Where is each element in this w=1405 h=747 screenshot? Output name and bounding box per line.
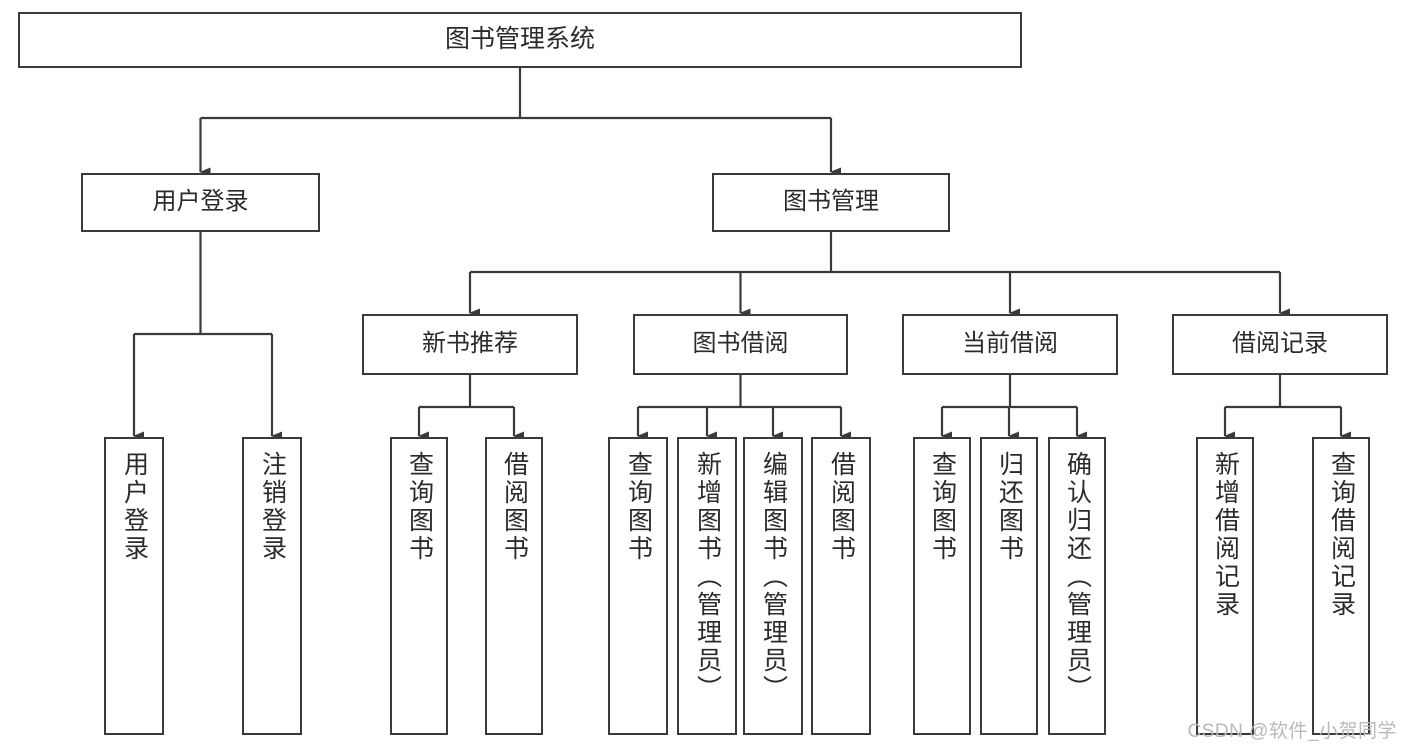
node-l-edit[interactable]: 编辑图书（管理员）: [743, 437, 803, 735]
node-label: 归还图书: [995, 451, 1024, 563]
node-label: 借阅记录: [1232, 330, 1328, 358]
node-root[interactable]: 图书管理系统: [18, 12, 1022, 68]
node-l-b2[interactable]: 借阅图书: [811, 437, 871, 735]
node-l-add[interactable]: 新增图书（管理员）: [677, 437, 737, 735]
node-login[interactable]: 用户登录: [81, 173, 320, 232]
node-label: 新书推荐: [422, 330, 518, 358]
node-l-q3[interactable]: 查询图书: [913, 437, 971, 735]
node-l-addrec[interactable]: 新增借阅记录: [1196, 437, 1254, 735]
node-current[interactable]: 当前借阅: [902, 314, 1118, 375]
node-label: 查询图书: [624, 451, 653, 563]
node-label: 当前借阅: [962, 330, 1058, 358]
node-label: 注销登录: [258, 451, 287, 563]
node-l-confirm[interactable]: 确认归还（管理员）: [1048, 437, 1106, 735]
node-label: 借阅图书: [500, 451, 529, 563]
node-l-b1[interactable]: 借阅图书: [485, 437, 543, 735]
node-newbook[interactable]: 新书推荐: [362, 314, 578, 375]
node-bookmgmt[interactable]: 图书管理: [712, 173, 950, 232]
node-l-return[interactable]: 归还图书: [980, 437, 1038, 735]
node-label: 查询借阅记录: [1327, 451, 1356, 619]
node-l-logout[interactable]: 注销登录: [242, 437, 302, 735]
node-l-login[interactable]: 用户登录: [104, 437, 164, 735]
node-l-qrec[interactable]: 查询借阅记录: [1312, 437, 1370, 735]
node-label: 用户登录: [120, 451, 149, 563]
node-label: 查询图书: [928, 451, 957, 563]
node-label: 确认归还（管理员）: [1063, 451, 1092, 703]
node-records[interactable]: 借阅记录: [1172, 314, 1388, 375]
node-label: 图书管理: [783, 188, 879, 216]
node-label: 借阅图书: [827, 451, 856, 563]
node-label: 查询图书: [405, 451, 434, 563]
node-label: 图书管理系统: [444, 25, 595, 54]
node-label: 编辑图书（管理员）: [759, 451, 788, 703]
node-l-q1[interactable]: 查询图书: [390, 437, 448, 735]
node-label: 新增图书（管理员）: [693, 451, 722, 703]
node-label: 用户登录: [152, 188, 249, 216]
node-borrow[interactable]: 图书借阅: [633, 314, 848, 375]
node-label: 图书借阅: [692, 330, 789, 358]
node-label: 新增借阅记录: [1211, 451, 1240, 619]
node-l-q2[interactable]: 查询图书: [608, 437, 668, 735]
